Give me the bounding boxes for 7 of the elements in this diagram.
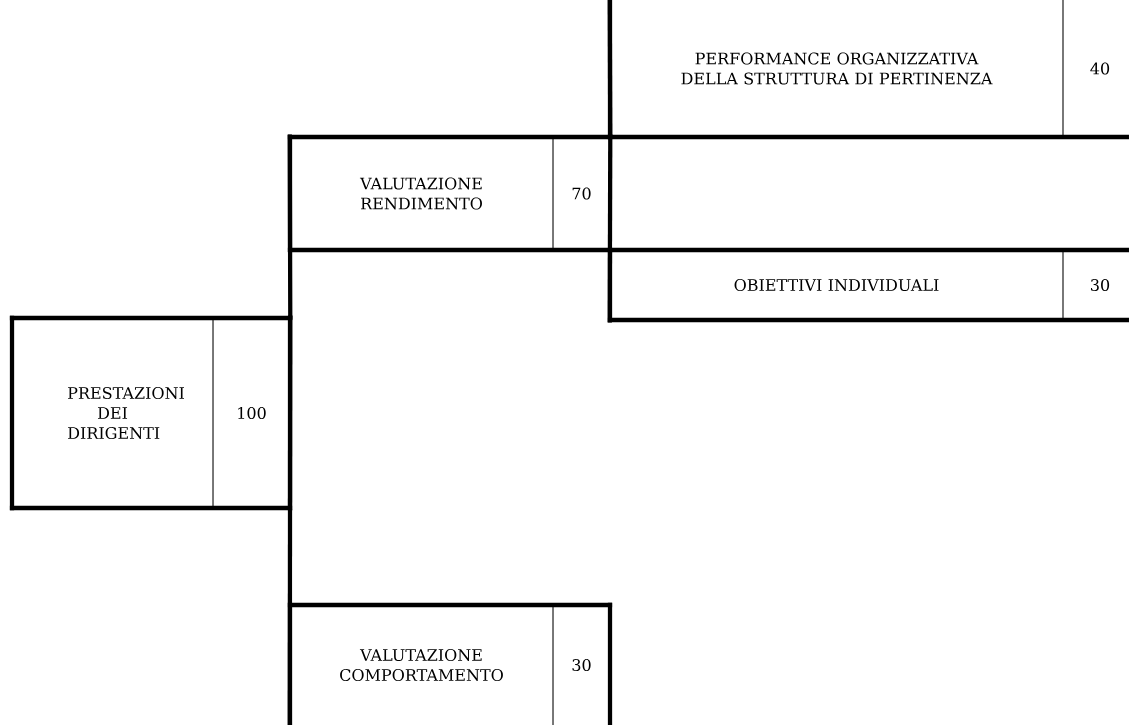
score-box: VALUTAZIONE RENDIMENTO 70 [287, 134, 613, 253]
score-box: PERFORMANCE ORGANIZZATIVA DELLA STRUTTURA DI PERTINENZA 40 [607, 0, 1129, 140]
connector-line [607, 134, 613, 323]
score-box: PRESTAZIONI DEI DIRIGENTI 100 [9, 315, 293, 511]
score-box: OBIETTIVI INDIVIDUALI 30 [607, 247, 1129, 323]
connector-line [287, 315, 293, 725]
score-box: VALUTAZIONE COMPORTAMENTO 30 [287, 602, 613, 725]
